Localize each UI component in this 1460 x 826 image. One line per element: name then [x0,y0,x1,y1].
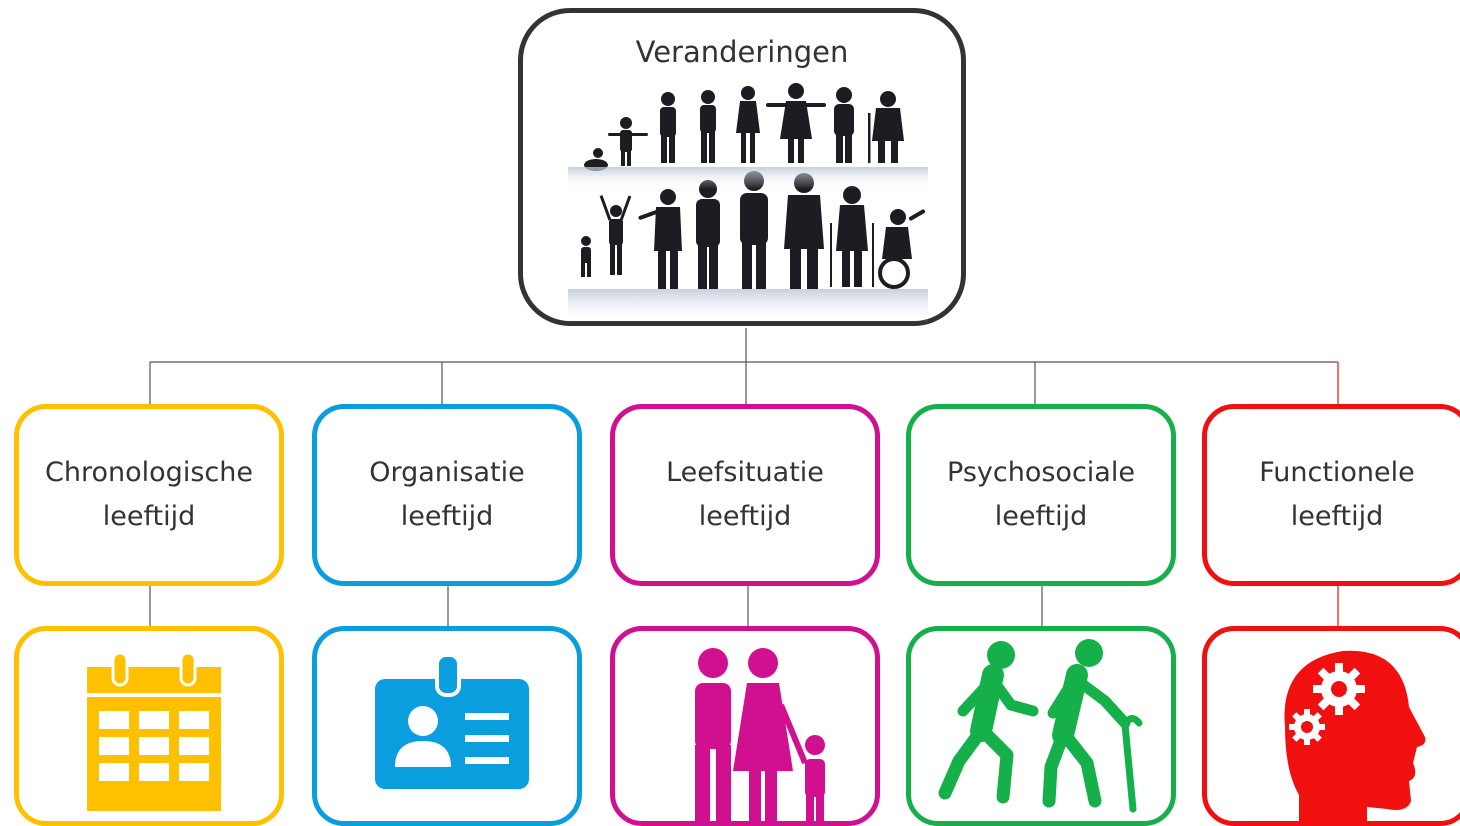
category-label-line1: Chronologische [45,457,253,488]
icon-box-leefsituatie [610,626,880,826]
category-label-line1: Psychosociale [947,457,1135,488]
family-icon [695,648,825,821]
category-label-line2: leeftijd [994,501,1088,532]
icon-box-functionele [1202,626,1460,826]
icon-box-chronologische [14,626,284,826]
id-badge-icon [375,653,529,789]
calendar-icon [87,651,221,811]
category-label-line2: leeftijd [400,501,494,532]
category-psychosociale: Psychosociale leeftijd [906,404,1176,586]
people-silhouettes-icon [568,83,928,323]
category-label-line2: leeftijd [102,501,196,532]
category-organisatie: Organisatie leeftijd [312,404,582,586]
category-leefsituatie: Leefsituatie leeftijd [610,404,880,586]
root-node: Veranderingen [518,8,966,326]
root-title: Veranderingen [635,35,849,69]
walking-people-icon [938,639,1143,813]
category-functionele: Functionele leeftijd [1202,404,1460,586]
head-gears-icon [1284,650,1426,821]
icon-box-psychosociale [906,626,1176,826]
category-label-line1: Functionele [1259,457,1415,488]
category-label-line1: Leefsituatie [666,457,824,488]
category-chronologische: Chronologische leeftijd [14,404,284,586]
icon-box-organisatie [312,626,582,826]
category-label-line2: leeftijd [698,501,792,532]
category-label-line1: Organisatie [369,457,525,488]
category-label-line2: leeftijd [1290,501,1384,532]
